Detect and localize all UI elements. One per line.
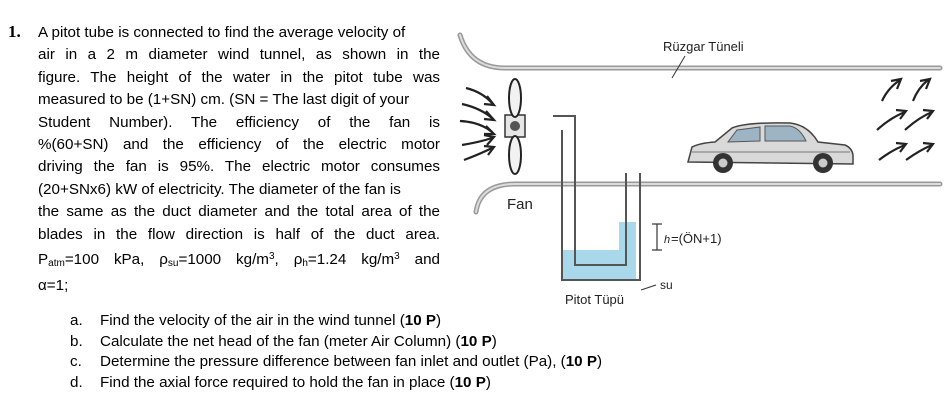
fan-label: Fan xyxy=(507,196,533,213)
height-symbol: h xyxy=(664,234,670,246)
sub-question: c.Determine the pressure difference betw… xyxy=(70,353,603,370)
question-text: A pitot tube is connected to find the av… xyxy=(38,22,440,298)
question-line: %(60+SN) and the efficiency of the elect… xyxy=(38,136,440,154)
height-label: =(ÖN+1) xyxy=(671,231,722,246)
sub-question: a.Find the velocity of the air in the wi… xyxy=(70,312,442,329)
alpha-line: α=1; xyxy=(38,277,69,295)
fan xyxy=(504,78,526,175)
question-line: blades in the flow direction is half of … xyxy=(38,225,440,243)
sub-questions: a.Find the velocity of the air in the wi… xyxy=(70,311,602,393)
question-line: measured to be (1+SN) cm. (SN = The last… xyxy=(38,91,410,109)
sub-question: d.Find the axial force required to hold … xyxy=(70,373,491,391)
question-line: Student Number). The efficiency of the f… xyxy=(38,113,440,131)
question-line: A pitot tube is connected to find the av… xyxy=(38,24,406,41)
question-line: (20+SNx6) kW of electricity. The diamete… xyxy=(38,180,401,198)
question-line: driving the fan is 95%. The electric mot… xyxy=(38,158,440,176)
question-line: figure. The height of the water in the p… xyxy=(38,68,440,86)
question-line: air in a 2 m diameter wind tunnel, as sh… xyxy=(38,46,440,64)
tunnel-label-pointer xyxy=(671,55,686,79)
sub-question: b.Calculate the net head of the fan (met… xyxy=(70,332,497,350)
outlet-flow-arrows xyxy=(876,77,936,161)
properties-line: Patm=100 kPa, ρsu=1000 kg/m3, ρh=1.24 kg… xyxy=(38,251,440,270)
pitot-label: Pitot Tüpü xyxy=(565,292,624,307)
wind-tunnel-duct xyxy=(457,32,943,215)
question-number: 1. xyxy=(8,22,21,41)
question-line: the same as the duct diameter and the to… xyxy=(38,203,440,221)
water-label: su xyxy=(660,278,673,292)
inlet-flow-arrows xyxy=(459,86,497,162)
water-label-pointer xyxy=(640,284,657,291)
height-dimension xyxy=(652,223,662,251)
pitot-tube xyxy=(553,115,641,281)
tunnel-label: Rüzgar Tüneli xyxy=(663,39,744,54)
car-icon xyxy=(687,122,854,173)
